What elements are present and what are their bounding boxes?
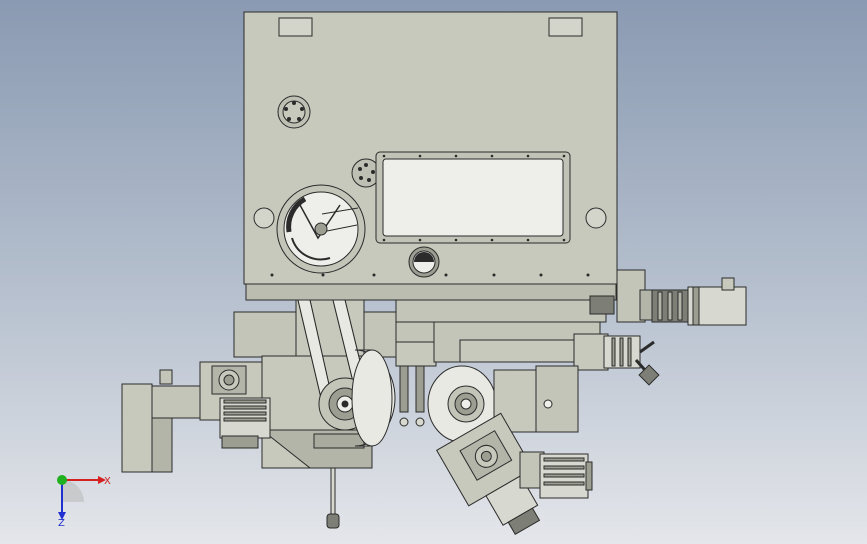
right-spindle-housing: [493, 365, 579, 433]
round-viewport: [408, 246, 440, 278]
axis-triad-icon: [57, 475, 106, 520]
flange-middle: [351, 158, 381, 188]
left-motor-assembly: [121, 361, 271, 473]
grinding-wheel-left: [351, 349, 396, 447]
inspection-window: [375, 151, 571, 244]
grinding-wheel-right: [427, 365, 497, 443]
drive-motor-right: [519, 451, 593, 499]
gear-cutout: [276, 184, 366, 274]
z-axis-label: Z: [58, 518, 65, 529]
plunger-rod: [326, 467, 340, 529]
flange-top: [277, 95, 311, 129]
x-axis-label: X: [104, 476, 111, 487]
right-slide: [433, 321, 660, 386]
right-gearbox: [616, 269, 653, 323]
servo-motor-right: [651, 277, 747, 326]
